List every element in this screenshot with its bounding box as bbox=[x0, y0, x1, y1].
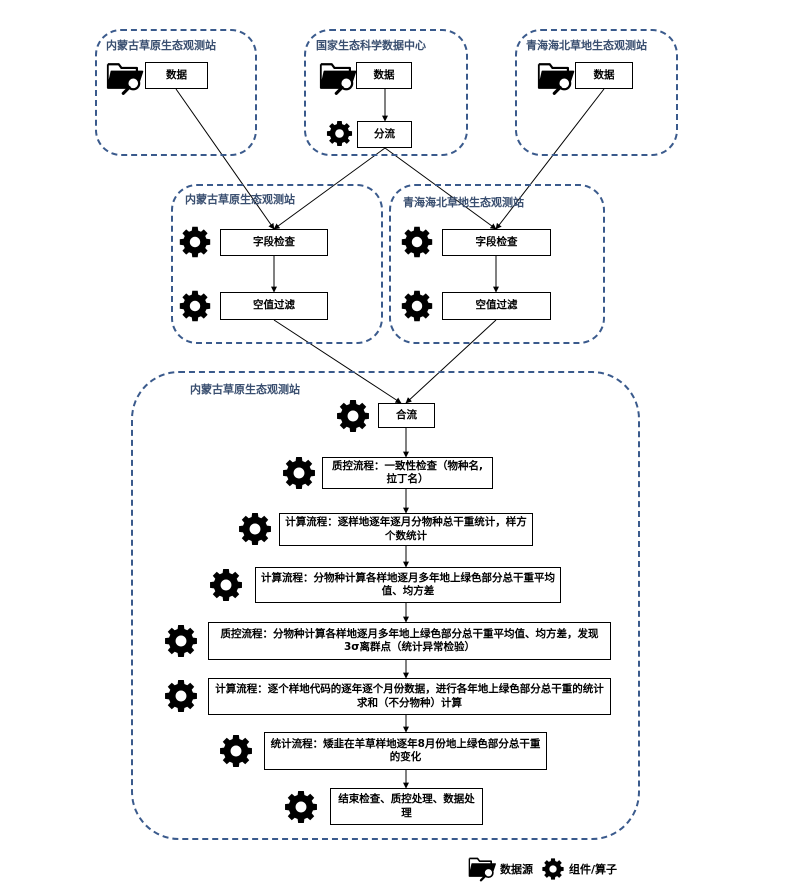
qh-null-filter-box[interactable]: 空值过滤 bbox=[442, 292, 551, 320]
step-qc-consistency-box[interactable]: 质控流程：一致性检查（物种名,拉丁名） bbox=[322, 457, 493, 489]
gear-icon bbox=[160, 620, 202, 662]
gear-icon bbox=[323, 117, 356, 150]
group-label-top-national-center: 国家生态科学数据中心 bbox=[316, 39, 426, 52]
gear-icon bbox=[280, 786, 322, 828]
gear-icon bbox=[278, 452, 320, 494]
folder-search-icon bbox=[468, 854, 498, 882]
step-end-box[interactable]: 结束检查、质控处理、数据处理 bbox=[330, 788, 483, 825]
group-mid-qinghai bbox=[389, 184, 605, 344]
group-top-qinghai bbox=[515, 29, 678, 156]
gear-icon bbox=[160, 675, 202, 717]
folder-search-icon bbox=[106, 57, 146, 97]
gear-icon bbox=[397, 286, 437, 326]
legend-component-label: 组件/算子 bbox=[569, 863, 618, 876]
nm-field-check-box[interactable]: 字段检查 bbox=[220, 229, 328, 256]
legend-data-source-label: 数据源 bbox=[500, 863, 533, 876]
gear-icon bbox=[205, 564, 247, 606]
group-label-top-neimenggu: 内蒙古草原生态观测站 bbox=[106, 39, 216, 52]
split-box[interactable]: 分流 bbox=[357, 121, 412, 148]
center-data-box[interactable]: 数据 bbox=[356, 62, 412, 89]
step-qc-outlier-box[interactable]: 质控流程：分物种计算各样地逐月多年地上绿色部分总干重平均值、均方差，发现3σ离群… bbox=[208, 622, 611, 660]
gear-icon bbox=[332, 395, 374, 437]
edge-qh-null-filter-to-merge bbox=[405, 319, 497, 404]
group-label-mid-neimenggu: 内蒙古草原生态观测站 bbox=[185, 193, 295, 206]
group-label-top-qinghai: 青海海北草地生态观测站 bbox=[526, 39, 647, 52]
folder-search-icon bbox=[319, 57, 359, 97]
folder-search-icon bbox=[537, 57, 577, 97]
gear-icon bbox=[539, 855, 567, 883]
qh-data-box[interactable]: 数据 bbox=[575, 62, 633, 89]
nm-null-filter-box[interactable]: 空值过滤 bbox=[220, 292, 328, 320]
qh-field-check-box[interactable]: 字段检查 bbox=[442, 229, 551, 256]
group-bottom-neimenggu bbox=[131, 371, 640, 840]
edge-split-to-qh-field-check bbox=[384, 147, 497, 230]
gear-icon bbox=[175, 286, 215, 326]
gear-icon bbox=[215, 730, 257, 772]
edge-nm-data-to-field-check bbox=[175, 88, 275, 230]
group-label-bottom-neimenggu: 内蒙古草原生态观测站 bbox=[190, 383, 300, 396]
step-calc-monthly-box[interactable]: 计算流程：逐样地逐年逐月分物种总干重统计，样方个数统计 bbox=[279, 513, 533, 546]
edge-qh-data-to-field-check bbox=[495, 88, 605, 230]
step-calc-mean-box[interactable]: 计算流程：分物种计算各样地逐月多年地上绿色部分总干重平均值、均方差 bbox=[255, 567, 561, 603]
gear-icon bbox=[397, 222, 437, 262]
group-top-national-center bbox=[304, 29, 468, 156]
group-top-neimenggu bbox=[95, 29, 257, 156]
edge-nm-null-filter-to-merge bbox=[273, 319, 402, 404]
step-merge-box[interactable]: 合流 bbox=[378, 403, 435, 428]
step-stat-change-box[interactable]: 统计流程：矮韭在羊草样地逐年8月份地上绿色部分总干重的变化 bbox=[264, 732, 547, 770]
gear-icon bbox=[175, 222, 215, 262]
gear-icon bbox=[234, 508, 276, 550]
step-calc-sum-box[interactable]: 计算流程：逐个样地代码的逐年逐个月份数据，进行各年地上绿色部分总干重的统计求和（… bbox=[208, 678, 611, 715]
group-label-mid-qinghai: 青海海北草地生态观测站 bbox=[403, 196, 524, 209]
edge-split-to-nm-field-check bbox=[273, 147, 386, 230]
nm-data-box[interactable]: 数据 bbox=[145, 62, 208, 89]
group-mid-neimenggu bbox=[171, 184, 383, 344]
